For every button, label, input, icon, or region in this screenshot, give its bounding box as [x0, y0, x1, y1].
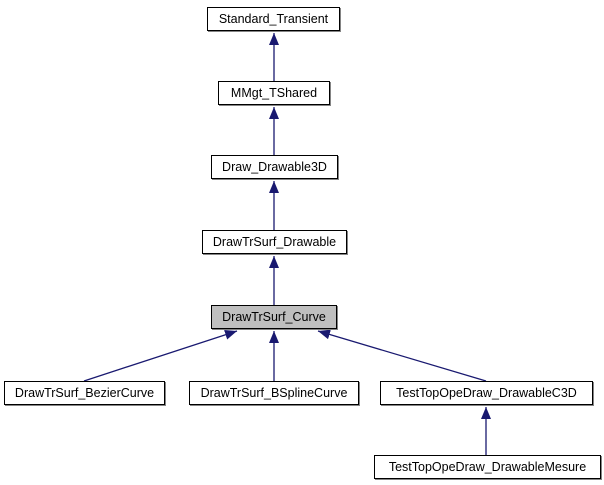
- node-drawtrsurf-beziercurve[interactable]: DrawTrSurf_BezierCurve: [4, 381, 165, 405]
- node-testtopopedraw-drawablemesure[interactable]: TestTopOpeDraw_DrawableMesure: [374, 455, 601, 479]
- node-testtopopedraw-drawablec3d[interactable]: TestTopOpeDraw_DrawableC3D: [380, 381, 593, 405]
- edge-drawtrsurf-beziercurve-to-drawtrsurf-curve: [83, 329, 238, 382]
- node-drawtrsurf-bsplinecurve[interactable]: DrawTrSurf_BSplineCurve: [189, 381, 359, 405]
- node-drawtrsurf-curve[interactable]: DrawTrSurf_Curve: [211, 305, 337, 329]
- node-mmgt-tshared[interactable]: MMgt_TShared: [218, 81, 330, 105]
- node-standard-transient[interactable]: Standard_Transient: [207, 7, 340, 31]
- node-draw-drawable3d[interactable]: Draw_Drawable3D: [211, 155, 338, 179]
- edge-testtopopedraw-drawablec3d-to-drawtrsurf-curve: [317, 329, 487, 382]
- node-drawtrsurf-drawable[interactable]: DrawTrSurf_Drawable: [202, 230, 347, 254]
